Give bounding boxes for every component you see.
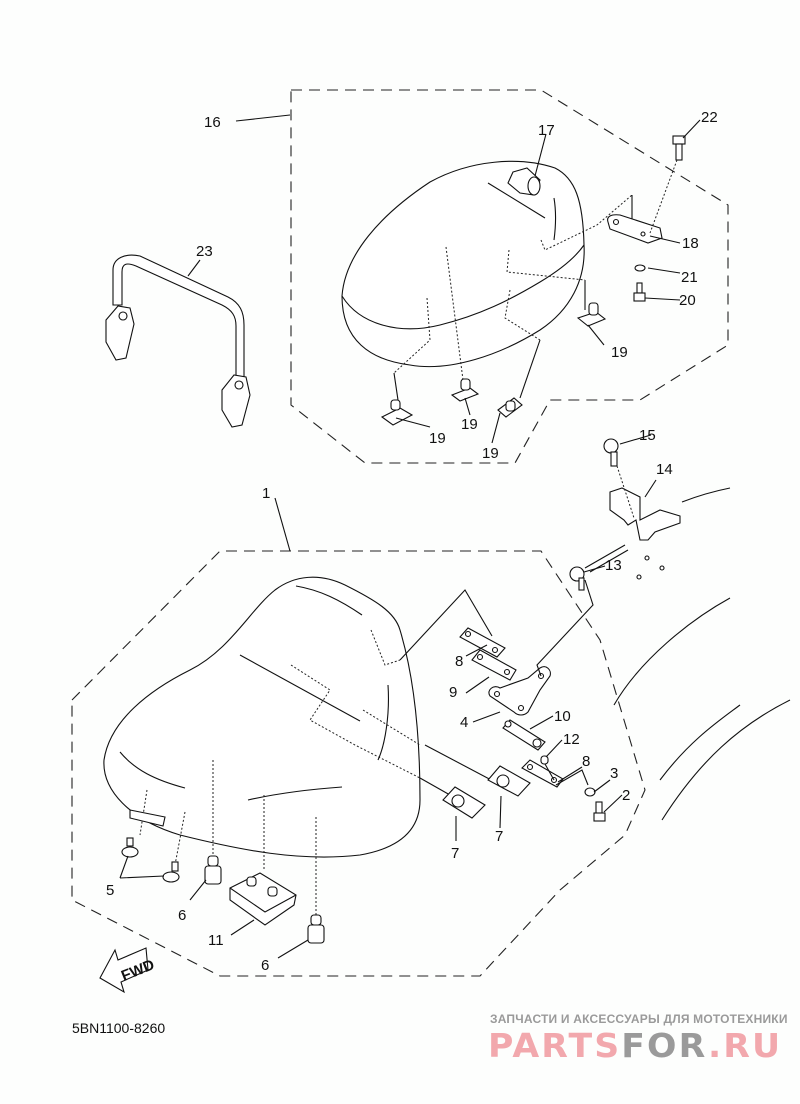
- seat-band[interactable]: [507, 167, 541, 196]
- callout-18[interactable]: 18: [682, 235, 699, 252]
- leader-line: [393, 372, 399, 401]
- main-seat-group-boundary: [71, 550, 646, 977]
- washer-3[interactable]: [584, 787, 596, 797]
- callout-16[interactable]: 16: [204, 114, 221, 131]
- bracket-10[interactable]: [502, 719, 546, 751]
- callout-8[interactable]: 8: [582, 753, 590, 770]
- leader-line: [424, 744, 496, 783]
- leader-line: [544, 763, 589, 786]
- bolt-2[interactable]: [593, 801, 606, 822]
- watermark-brand-part1: PARTS: [488, 1026, 622, 1065]
- callout-labels: 1 2 3 4 5 6 6 7 7 8 8 9 10 11 12 13 14 1…: [106, 109, 718, 974]
- rear-seat-nut[interactable]: [380, 399, 414, 426]
- damper-6[interactable]: [307, 914, 325, 944]
- callout-11[interactable]: 11: [208, 932, 224, 949]
- grab-bar[interactable]: [105, 254, 251, 428]
- mount-hole: [644, 555, 650, 561]
- callout-3[interactable]: 3: [610, 765, 618, 782]
- callout-19[interactable]: 19: [611, 344, 628, 361]
- callout-2[interactable]: 2: [622, 787, 630, 804]
- damper-6[interactable]: [204, 855, 222, 885]
- mount-hole: [659, 565, 665, 571]
- callout-14[interactable]: 14: [656, 461, 673, 478]
- callout-19[interactable]: 19: [429, 430, 446, 447]
- callout-20[interactable]: 20: [679, 292, 696, 309]
- rear-bracket[interactable]: [607, 214, 663, 244]
- callout-21[interactable]: 21: [681, 269, 698, 286]
- callout-6[interactable]: 6: [261, 957, 269, 974]
- frame-contour: [661, 699, 791, 821]
- rear-seat-nut[interactable]: [576, 302, 607, 327]
- callout-8[interactable]: 8: [455, 653, 463, 670]
- plate-8[interactable]: [459, 627, 506, 658]
- callout-7[interactable]: 7: [495, 828, 503, 845]
- bolt-15[interactable]: [603, 438, 619, 467]
- watermark-brand-part3: .RU: [708, 1026, 783, 1065]
- washer-21[interactable]: [634, 264, 646, 272]
- frame-contour: [613, 597, 731, 706]
- bolt-axis-line: [616, 465, 635, 519]
- rear-seat-mount-line: [504, 289, 541, 341]
- rear-seat-group-boundary: [290, 89, 729, 464]
- callout-4[interactable]: 4: [460, 714, 468, 731]
- diagram-code: 5BN1100-8260: [72, 1020, 166, 1036]
- bolt-20[interactable]: [633, 282, 646, 302]
- seat-mount-line: [362, 709, 421, 746]
- callout-6[interactable]: 6: [178, 907, 186, 924]
- callout-23[interactable]: 23: [196, 243, 213, 260]
- frame-contour: [659, 704, 741, 781]
- rear-seat-nut[interactable]: [450, 378, 480, 402]
- callout-5[interactable]: 5: [106, 882, 114, 899]
- callout-1[interactable]: 1: [262, 485, 270, 502]
- rear-seat[interactable]: [341, 160, 585, 368]
- watermark-brand-part2: FOR: [621, 1026, 709, 1065]
- bolt-axis-line: [649, 159, 678, 234]
- leader-line: [519, 339, 541, 399]
- callout-10[interactable]: 10: [554, 708, 571, 725]
- rear-bolt-22[interactable]: [672, 135, 686, 161]
- nut-7[interactable]: [487, 765, 531, 797]
- watermark-logo[interactable]: PARTSFOR.RU: [488, 1026, 782, 1065]
- callout-17[interactable]: 17: [538, 122, 555, 139]
- plate-9[interactable]: [471, 649, 517, 681]
- callout-19[interactable]: 19: [461, 416, 478, 433]
- leader-line: [536, 579, 594, 677]
- callout-15[interactable]: 15: [639, 427, 656, 444]
- callout-12[interactable]: 12: [563, 731, 580, 748]
- damper-block-11[interactable]: [229, 872, 297, 926]
- seat-mount-line: [370, 629, 401, 666]
- callout-19[interactable]: 19: [482, 445, 499, 462]
- watermark-subtitle: ЗАПЧАСТИ И АКСЕССУАРЫ ДЛЯ МОТОТЕХНИКИ: [490, 1012, 788, 1026]
- nut-7[interactable]: [442, 786, 486, 819]
- damper-5[interactable]: [121, 837, 139, 858]
- leader-line: [399, 589, 493, 661]
- seat-tab: [129, 809, 166, 827]
- bracket-4[interactable]: [488, 666, 551, 716]
- frame-contour: [681, 487, 731, 503]
- callout-7[interactable]: 7: [451, 845, 459, 862]
- mount-hole: [636, 574, 642, 580]
- seat-mount-line: [139, 789, 148, 836]
- rear-seat-nut[interactable]: [497, 397, 523, 418]
- seat-mount-line: [174, 811, 186, 866]
- collar-12[interactable]: [540, 755, 549, 765]
- callout-leaders: [119, 114, 701, 959]
- callout-9[interactable]: 9: [449, 684, 457, 701]
- callout-13[interactable]: 13: [605, 557, 622, 574]
- rear-seat-mount-line: [540, 194, 633, 251]
- bracket-14[interactable]: [609, 487, 681, 541]
- callout-22[interactable]: 22: [701, 109, 718, 126]
- forward-direction-arrow: FWD: [99, 947, 157, 994]
- leader-line: [419, 777, 451, 796]
- bolt-13[interactable]: [569, 566, 585, 591]
- damper-5[interactable]: [162, 861, 180, 883]
- main-seat[interactable]: [103, 576, 421, 858]
